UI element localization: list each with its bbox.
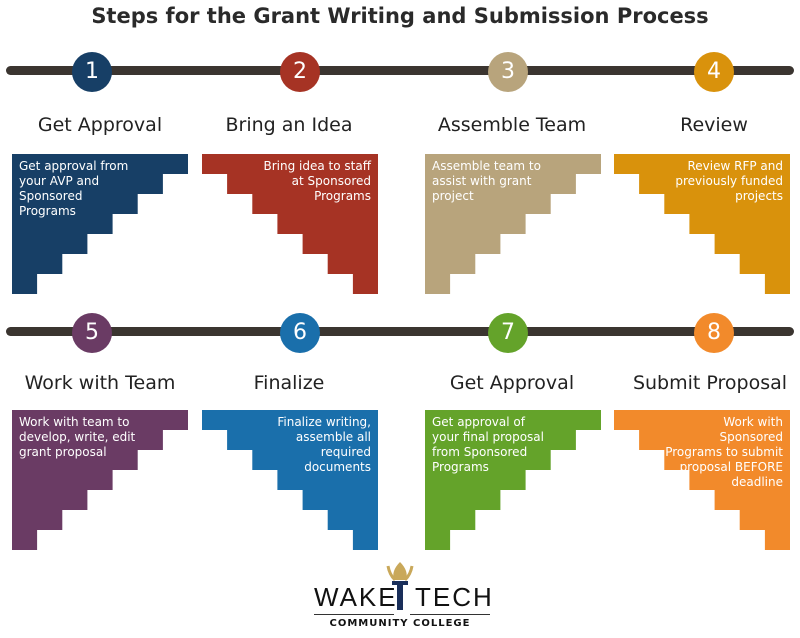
step-7-staircase bbox=[425, 410, 601, 550]
step-7-number: 7 bbox=[488, 313, 528, 353]
step-3-staircase-shape bbox=[425, 154, 601, 294]
torch-icon bbox=[386, 562, 414, 610]
step-2-staircase-shape bbox=[202, 154, 378, 294]
step-5-title: Work with Team bbox=[24, 372, 176, 394]
step-3-title: Assemble Team bbox=[437, 114, 587, 136]
step-1-number: 1 bbox=[72, 52, 112, 92]
wake-tech-logo: WAKE TECH COMMUNITY COLLEGE bbox=[300, 558, 500, 636]
step-3-card: Assemble team to assist with grant proje… bbox=[425, 154, 601, 294]
step-2-number: 2 bbox=[280, 52, 320, 92]
timeline-row-2 bbox=[6, 327, 794, 336]
step-8-text: Work with Sponsored Programs to submit p… bbox=[665, 415, 783, 489]
step-4-staircase-shape bbox=[614, 154, 790, 294]
step-7-title: Get Approval bbox=[449, 372, 575, 394]
step-6-text: Finalize writing, assemble all required … bbox=[277, 415, 371, 474]
step-7-card: Get approval of your final proposal from… bbox=[425, 410, 601, 550]
step-4-staircase bbox=[614, 154, 790, 294]
page-title: Steps for the Grant Writing and Submissi… bbox=[91, 4, 709, 28]
logo-word-tech: TECH bbox=[415, 582, 494, 612]
step-3-staircase bbox=[425, 154, 601, 294]
step-6-staircase-shape bbox=[202, 410, 378, 550]
step-4-number: 4 bbox=[694, 52, 734, 92]
step-5-card: Work with team to develop, write, edit g… bbox=[12, 410, 188, 550]
step-4-card: Review RFP and previously funded project… bbox=[614, 154, 790, 294]
step-1-card: Get approval from your AVP and Sponsored… bbox=[12, 154, 188, 294]
step-1-title: Get Approval bbox=[37, 114, 163, 136]
step-7-staircase-shape bbox=[425, 410, 601, 550]
step-8-card: Work with Sponsored Programs to submit p… bbox=[614, 410, 790, 550]
logo-rule-left bbox=[314, 614, 394, 615]
step-5-text: Work with team to develop, write, edit g… bbox=[19, 415, 136, 459]
step-1-staircase-shape bbox=[12, 154, 188, 294]
step-8-staircase bbox=[614, 410, 790, 550]
step-6-staircase bbox=[202, 410, 378, 550]
step-2-staircase bbox=[202, 154, 378, 294]
step-3-number: 3 bbox=[488, 52, 528, 92]
step-8-number: 8 bbox=[694, 313, 734, 353]
step-1-text: Get approval from your AVP and Sponsored… bbox=[19, 159, 129, 218]
timeline-row-1 bbox=[6, 66, 794, 75]
step-1-staircase bbox=[12, 154, 188, 294]
step-6-title: Finalize bbox=[253, 372, 325, 394]
step-4-text: Review RFP and previously funded project… bbox=[675, 159, 783, 203]
step-2-card: Bring idea to staff at Sponsored Program… bbox=[202, 154, 378, 294]
step-5-staircase bbox=[12, 410, 188, 550]
step-6-number: 6 bbox=[280, 313, 320, 353]
step-8-title: Submit Proposal bbox=[632, 372, 788, 394]
step-3-text: Assemble team to assist with grant proje… bbox=[432, 159, 541, 203]
step-2-text: Bring idea to staff at Sponsored Program… bbox=[263, 159, 371, 203]
logo-subtitle: COMMUNITY COLLEGE bbox=[329, 618, 471, 629]
step-6-card: Finalize writing, assemble all required … bbox=[202, 410, 378, 550]
step-7-text: Get approval of your final proposal from… bbox=[432, 415, 544, 474]
logo-word-wake: WAKE bbox=[314, 582, 398, 612]
step-5-number: 5 bbox=[72, 313, 112, 353]
step-2-title: Bring an Idea bbox=[225, 114, 353, 136]
step-8-staircase-shape bbox=[614, 410, 790, 550]
logo-rule-right bbox=[410, 614, 490, 615]
step-5-staircase-shape bbox=[12, 410, 188, 550]
step-4-title: Review bbox=[680, 114, 748, 136]
